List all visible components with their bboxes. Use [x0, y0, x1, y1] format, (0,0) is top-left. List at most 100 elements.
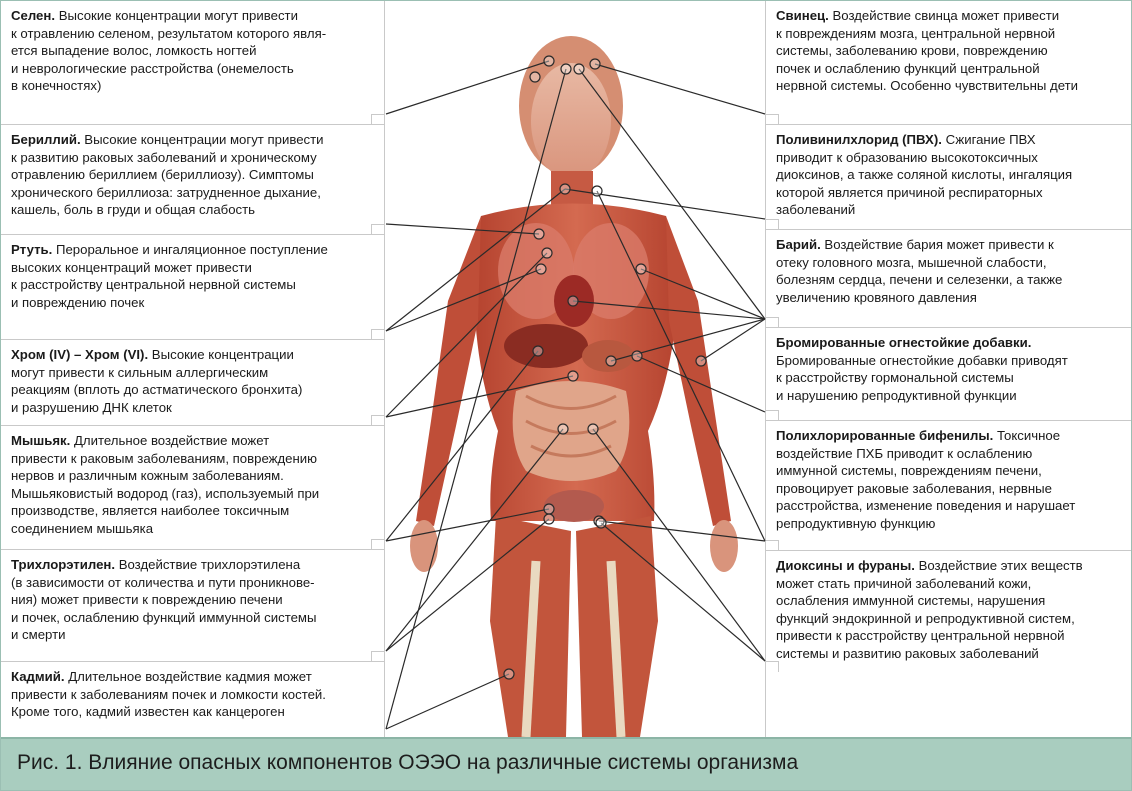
card-text-line: к расстройству центральной нервной систе…	[11, 277, 296, 292]
card-text-line: могут привести к сильным аллергическим	[11, 365, 268, 380]
connector-tab	[765, 661, 779, 672]
card-text-line: отеку головного мозга, мышечной слабости…	[776, 255, 1047, 270]
element-card-barium: Барий. Воздействие бария может привести …	[765, 230, 1132, 328]
element-name: Полихлорированные бифенилы.	[776, 428, 993, 443]
card-text-line: Мышьяковистый водород (газ), используемы…	[11, 486, 319, 501]
element-name: Поливинилхлорид (ПВХ).	[776, 132, 942, 147]
card-text-line: ослабления иммунной системы, нарушения	[776, 593, 1045, 608]
card-text-line: Токсичное	[997, 428, 1060, 443]
card-text-line: Воздействие свинца может привести	[832, 8, 1059, 23]
element-card-cadmium: Кадмий. Длительное воздействие кадмия мо…	[1, 662, 385, 737]
element-card-chromium: Хром (IV) – Хром (VI). Высокие концентра…	[1, 340, 385, 426]
element-name: Кадмий.	[11, 669, 65, 684]
element-card-selenium: Селен. Высокие концентрации могут привес…	[1, 1, 385, 125]
card-text-line: Сжигание ПВХ	[946, 132, 1036, 147]
card-text-line: Высокие концентрации могут привести	[84, 132, 323, 147]
card-text-line: высоких концентраций может привести	[11, 260, 252, 275]
card-text-line: соединением мышьяка	[11, 521, 153, 536]
connector-tab	[371, 415, 385, 426]
element-card-pcb: Полихлорированные бифенилы. Токсичное во…	[765, 421, 1132, 551]
card-text-line: Длительное воздействие может	[74, 433, 269, 448]
card-text-line: отравлению бериллием (бериллиозу). Симпт…	[11, 167, 314, 182]
card-text-line: провоцирует раковые заболевания, нервные	[776, 481, 1052, 496]
connector-tab	[371, 651, 385, 662]
card-text-line: увеличению кровяного давления	[776, 290, 977, 305]
card-text-line: и неврологические расстройства (онемелос…	[11, 61, 294, 76]
card-text-line: функций эндокринной и репродуктивной сис…	[776, 611, 1075, 626]
connector-tab	[765, 219, 779, 230]
card-text-line: воздействие ПХБ приводит к ослаблению	[776, 446, 1032, 461]
element-name: Диоксины и фураны.	[776, 558, 915, 573]
connector-tab	[765, 540, 779, 551]
connector-tab	[765, 114, 779, 125]
caption-text: Рис. 1. Влияние опасных компонентов ОЭЭО…	[17, 751, 798, 775]
card-text-line: к развитию раковых заболеваний и хрониче…	[11, 150, 317, 165]
card-text-line: производстве, является наиболее токсичны…	[11, 503, 289, 518]
element-card-mercury: Ртуть. Пероральное и ингаляционное посту…	[1, 235, 385, 340]
card-text-line: и почек, ослаблению функций иммунной сис…	[11, 610, 316, 625]
card-text-line: репродуктивную функцию	[776, 516, 935, 531]
card-text-line: (в зависимости от количества и пути прон…	[11, 575, 315, 590]
card-text-line: реакциям (вплоть до астматического бронх…	[11, 382, 302, 397]
element-name: Мышьяк.	[11, 433, 70, 448]
card-text-line: кашель, боль в груди и общая слабость	[11, 202, 255, 217]
element-name: Хром (IV) – Хром (VI).	[11, 347, 148, 362]
card-text-line: системы и развитию раковых заболеваний	[776, 646, 1039, 661]
card-text-line: хронического бериллиоза: затрудненное ды…	[11, 185, 321, 200]
card-text-line: Бромированные огнестойкие добавки привод…	[776, 353, 1068, 368]
card-text-line: ния) может привести к повреждению печени	[11, 592, 283, 607]
card-text-line: заболеваний	[776, 202, 855, 217]
card-text-line: в конечностях)	[11, 78, 101, 93]
card-text-line: и смерти	[11, 627, 65, 642]
card-text-line: и разрушению ДНК клеток	[11, 400, 172, 415]
card-text-line: Высокие концентрации	[152, 347, 294, 362]
card-text-line: расстройства, изменение поведения и нару…	[776, 498, 1075, 513]
element-name: Трихлорэтилен.	[11, 557, 115, 572]
card-text-line: Кроме того, кадмий известен как канцерог…	[11, 704, 285, 719]
element-name: Свинец.	[776, 8, 829, 23]
card-text-line: привести к расстройству центральной нерв…	[776, 628, 1065, 643]
anatomy-figure	[386, 1, 764, 737]
element-name: Селен.	[11, 8, 55, 23]
connector-tab	[371, 224, 385, 235]
card-text-line: Длительное воздействие кадмия может	[68, 669, 312, 684]
connector-tab	[765, 317, 779, 328]
connector-tab	[765, 410, 779, 421]
card-text-line: почек и ослаблению функций центральной	[776, 61, 1040, 76]
card-text-line: иммунной системы, повреждениям печени,	[776, 463, 1042, 478]
element-card-lead: Свинец. Воздействие свинца может привест…	[765, 1, 1132, 125]
card-text-line: может стать причиной заболеваний кожи,	[776, 576, 1031, 591]
card-text-line: к расстройству гормональной системы	[776, 370, 1014, 385]
element-card-beryllium: Бериллий. Высокие концентрации могут при…	[1, 125, 385, 235]
body-silhouette	[410, 36, 738, 737]
card-text-line: болезням сердца, печени и селезенки, а т…	[776, 272, 1062, 287]
card-text-line: системы, заболеванию крови, повреждению	[776, 43, 1048, 58]
card-text-line: и повреждению почек	[11, 295, 144, 310]
element-card-pvc: Поливинилхлорид (ПВХ). Сжигание ПВХ прив…	[765, 125, 1132, 230]
card-text-line: которой является причиной респираторных	[776, 185, 1043, 200]
connector-tab	[371, 114, 385, 125]
element-name: Барий.	[776, 237, 821, 252]
card-text-line: к повреждениям мозга, центральной нервно…	[776, 26, 1055, 41]
card-text-line: приводит к образованию высокотоксичных	[776, 150, 1038, 165]
element-card-dioxins: Диоксины и фураны. Воздействие этих веще…	[765, 551, 1132, 737]
card-text-line: Высокие концентрации могут привести	[59, 8, 298, 23]
element-card-brominated-retardants: Бромированные огнестойкие добавки. Броми…	[765, 328, 1132, 421]
card-text-line: Пероральное и ингаляционное поступление	[56, 242, 328, 257]
card-text-line: нервов и различным кожным заболеваниям.	[11, 468, 284, 483]
card-text-line: Воздействие бария может привести к	[824, 237, 1053, 252]
figure-caption: Рис. 1. Влияние опасных компонентов ОЭЭО…	[1, 737, 1131, 790]
element-card-trichloroethylene: Трихлорэтилен. Воздействие трихлорэтилен…	[1, 550, 385, 662]
card-text-line: Воздействие трихлорэтилена	[119, 557, 300, 572]
card-text-line: привести к заболеваниям почек и ломкости…	[11, 687, 326, 702]
element-name: Бромированные огнестойкие добавки.	[776, 335, 1031, 350]
card-text-line: диоксинов, а также соляной кислоты, инга…	[776, 167, 1072, 182]
connector-tab	[371, 539, 385, 550]
connector-tab	[371, 329, 385, 340]
element-name: Ртуть.	[11, 242, 52, 257]
card-text-line: нервной системы. Особенно чувствительны …	[776, 78, 1078, 93]
card-text-line: и нарушению репродуктивной функции	[776, 388, 1017, 403]
card-text-line: Воздействие этих веществ	[919, 558, 1083, 573]
card-text-line: привести к раковым заболеваниям, поврежд…	[11, 451, 317, 466]
